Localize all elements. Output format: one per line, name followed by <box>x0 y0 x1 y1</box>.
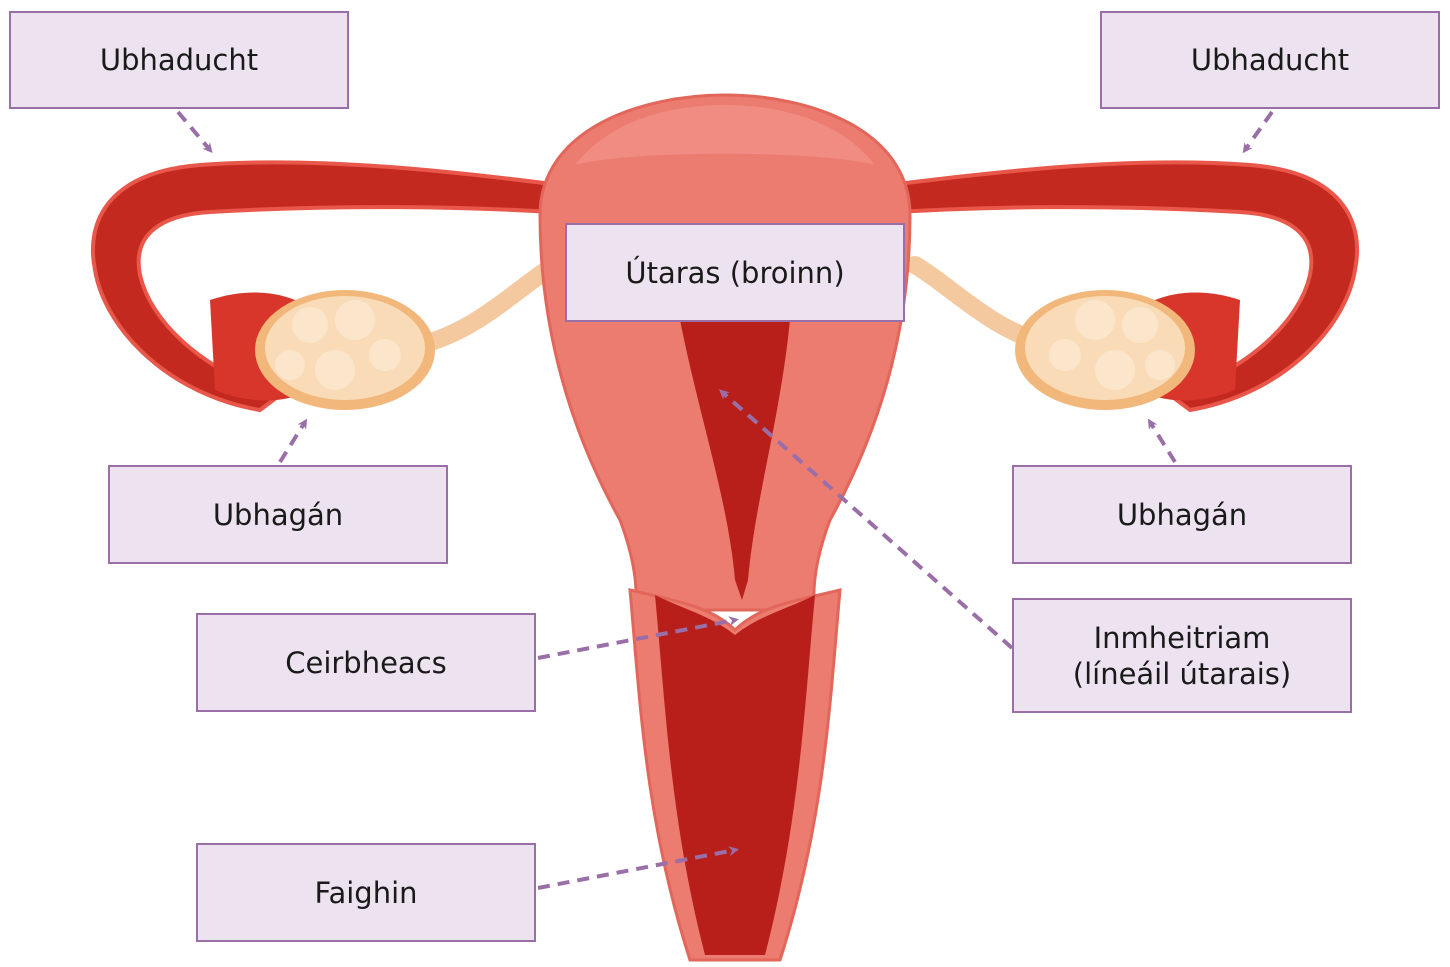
ovarian-ligament-left <box>420 265 555 345</box>
arrow-fallopian-left <box>178 112 210 150</box>
label-vagina: Faighin <box>196 843 536 942</box>
arrow-ovary-right <box>1150 422 1175 462</box>
arrow-ovary-left <box>280 422 305 462</box>
label-uterus: Útaras (broinn) <box>565 223 905 322</box>
ovary-left <box>255 290 435 410</box>
arrow-fallopian-right <box>1245 112 1272 150</box>
label-endometrium-line1: Inmheitriam <box>1073 620 1291 656</box>
label-endometrium-line2: (líneáil útarais) <box>1073 656 1291 692</box>
label-fallopian-tube-right-text: Ubhaducht <box>1191 42 1349 78</box>
label-ovary-left-text: Ubhagán <box>213 497 343 533</box>
ovary-right <box>1015 290 1195 410</box>
label-ovary-left: Ubhagán <box>108 465 448 564</box>
label-ovary-right-text: Ubhagán <box>1117 497 1247 533</box>
label-endometrium: Inmheitriam (líneáil útarais) <box>1012 598 1352 713</box>
label-cervix-text: Ceirbheacs <box>285 645 447 681</box>
label-fallopian-tube-right: Ubhaducht <box>1100 11 1440 109</box>
label-fallopian-tube-left: Ubhaducht <box>9 11 349 109</box>
label-vagina-text: Faighin <box>314 875 417 911</box>
label-uterus-text: Útaras (broinn) <box>625 255 844 291</box>
label-fallopian-tube-left-text: Ubhaducht <box>100 42 258 78</box>
label-ovary-right: Ubhagán <box>1012 465 1352 564</box>
label-cervix: Ceirbheacs <box>196 613 536 712</box>
